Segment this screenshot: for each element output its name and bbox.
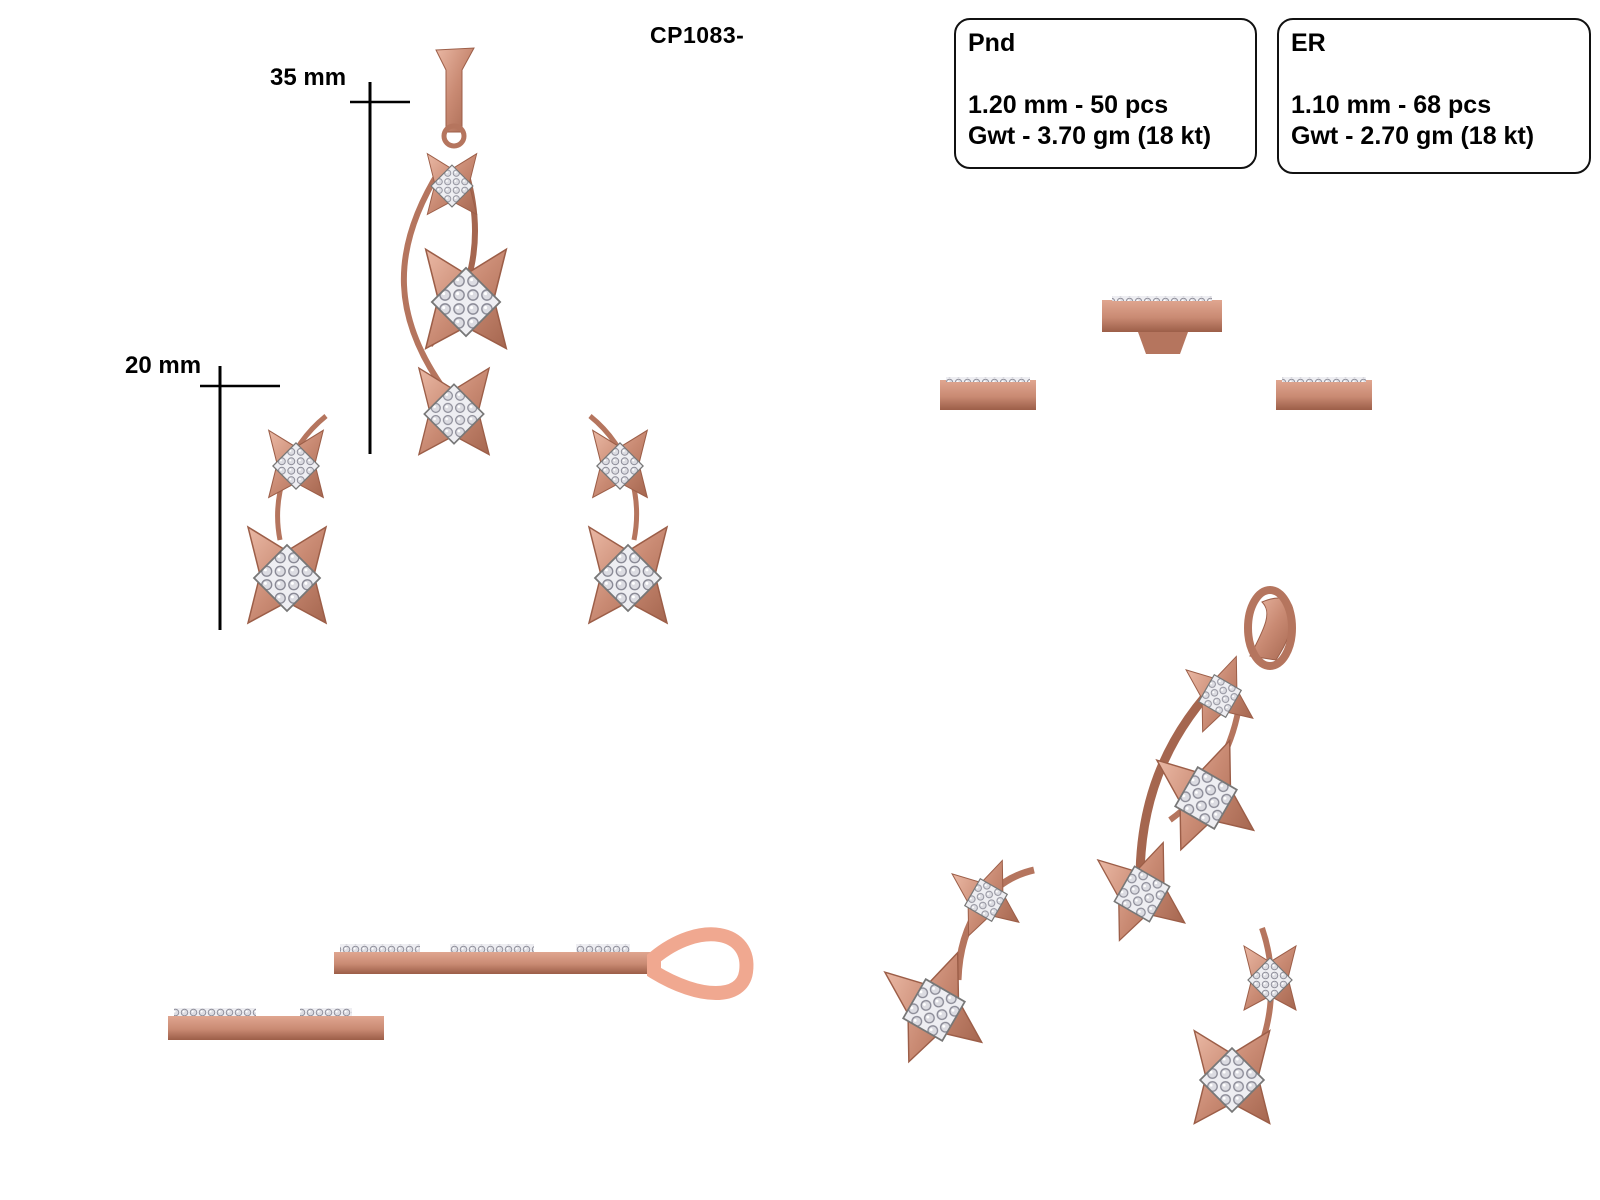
pendant-spec-title: Pnd [968,29,1016,57]
earring-left-front-view [247,414,328,624]
earring-spec-box: ER 1.10 mm - 68 pcs Gwt - 2.70 gm (18 kt… [1277,18,1591,174]
pendant-height-label: 35 mm [270,64,347,91]
pendant-stone-line: 1.20 mm - 50 pcs [968,91,1169,119]
product-code: CP1083- [650,22,745,48]
pendant-perspective-view [1097,586,1296,942]
pendant-spec-box: Pnd 1.20 mm - 50 pcs Gwt - 3.70 gm (18 k… [954,18,1257,169]
top-view [940,296,1372,410]
earring-perspective-views [883,859,1297,1125]
earring-dimension-line [200,366,280,630]
earring-stone-line: 1.10 mm - 68 pcs [1291,91,1492,119]
earring-right-front-view [588,414,668,624]
pendant-front-view [400,47,508,456]
earring-weight-line: Gwt - 2.70 gm (18 kt) [1291,122,1535,150]
side-view [168,927,754,1040]
pendant-dimension-line [350,82,410,454]
earring-spec-title: ER [1291,29,1326,57]
pendant-weight-line: Gwt - 3.70 gm (18 kt) [968,122,1212,150]
earring-height-label: 20 mm [125,352,202,379]
